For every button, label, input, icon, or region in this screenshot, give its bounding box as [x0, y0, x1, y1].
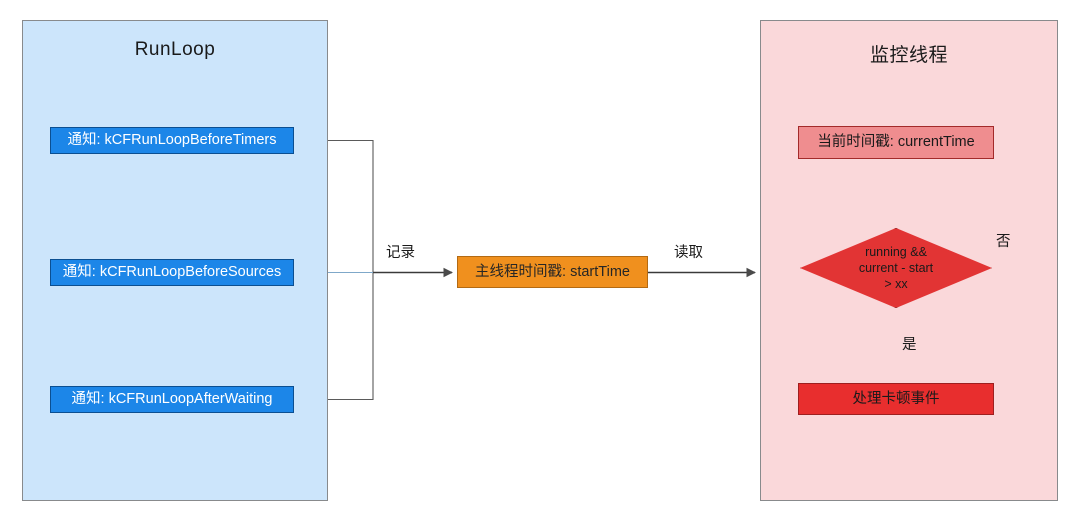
edge-label-no: 否: [996, 234, 1011, 250]
monitor-panel-title: 监控线程: [869, 45, 948, 66]
handle-lag-event-box[interactable]: 处理卡顿事件: [798, 383, 994, 415]
decision-line-3: > xx: [884, 277, 908, 291]
decision-line-2: current - start: [858, 261, 934, 275]
notify-box-after-waiting[interactable]: 通知: kCFRunLoopAfterWaiting: [50, 386, 294, 413]
notify-box-before-timers[interactable]: 通知: kCFRunLoopBeforeTimers: [50, 127, 294, 154]
runloop-panel-title: RunLoop: [134, 39, 216, 60]
edge-label-record: 记录: [386, 245, 415, 261]
current-time-box[interactable]: 当前时间戳: currentTime: [798, 126, 994, 159]
edge-label-yes: 是: [902, 337, 917, 353]
decision-line-1: running &&: [865, 245, 927, 259]
edge-label-read: 读取: [674, 245, 703, 261]
start-time-box[interactable]: 主线程时间戳: startTime: [457, 256, 648, 288]
decision-diamond-label: running && current - start > xx: [800, 228, 992, 308]
notify-box-before-sources[interactable]: 通知: kCFRunLoopBeforeSources: [50, 259, 294, 286]
decision-diamond[interactable]: running && current - start > xx: [800, 228, 992, 308]
